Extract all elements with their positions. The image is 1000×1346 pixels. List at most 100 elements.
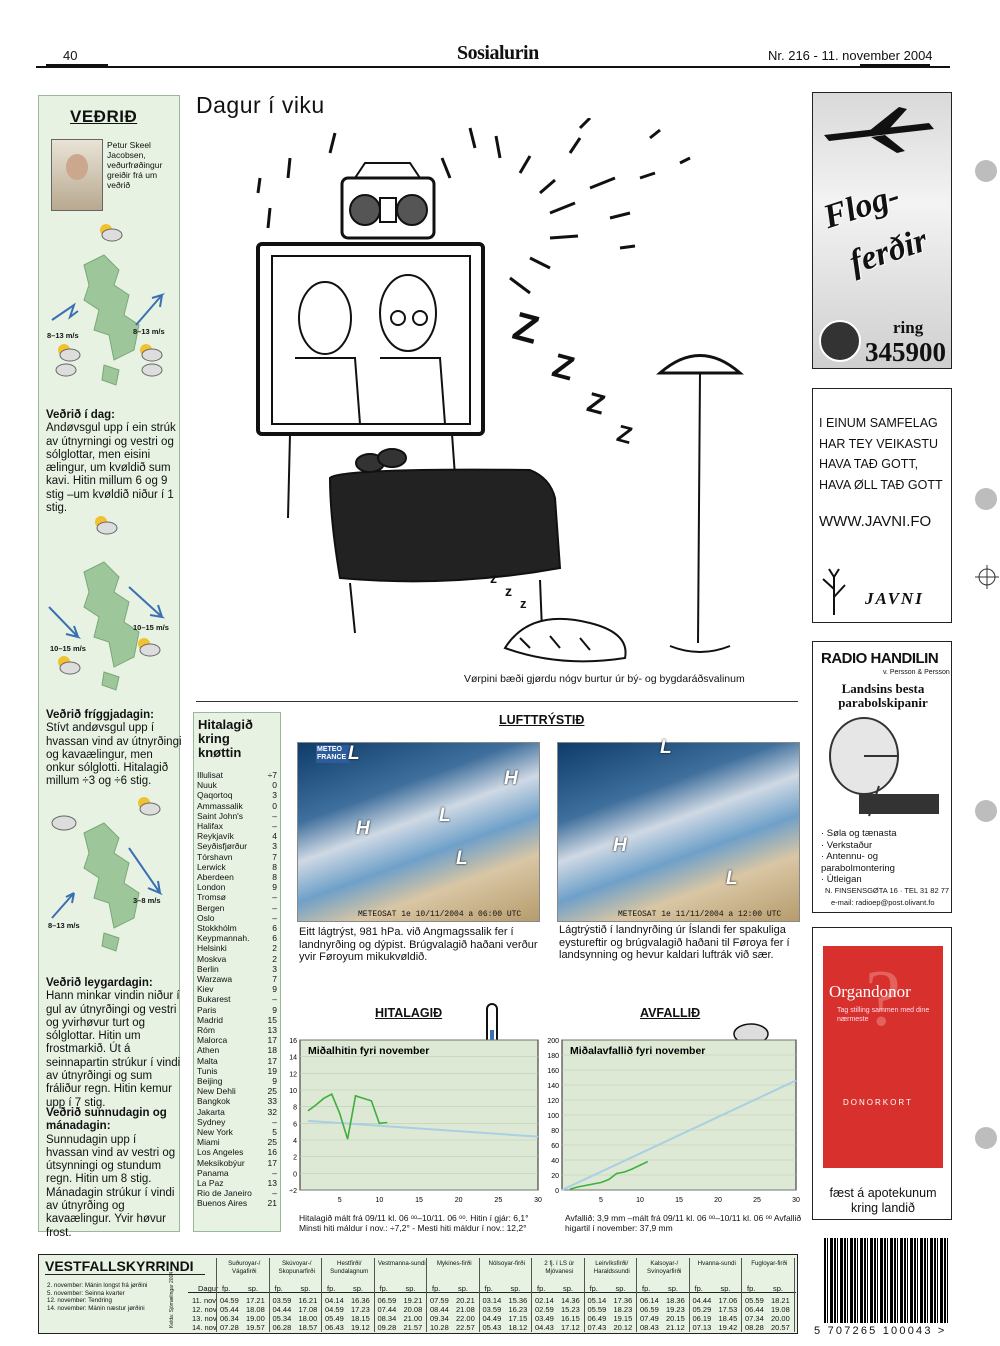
- city-temp: 2: [272, 943, 277, 954]
- tide-sub-header: sp.: [458, 1284, 469, 1293]
- tide-time: 21.57: [403, 1323, 423, 1332]
- moon-phase-item: 2. november: Mánin longst frá jørðini: [47, 1282, 148, 1289]
- tide-time: 17.36: [613, 1296, 633, 1305]
- tide-col-rule: [688, 1258, 690, 1332]
- radio-service: · Søla og tænasta: [821, 828, 897, 839]
- tide-time: 15.23: [561, 1305, 580, 1314]
- city-temp: 21: [267, 1198, 277, 1209]
- svg-text:z: z: [490, 570, 497, 586]
- flog-text-1: Flog-: [819, 176, 905, 237]
- city-temp: 17: [267, 1055, 277, 1066]
- tide-time: 07.13: [692, 1323, 712, 1332]
- tide-time: 18.57: [298, 1323, 318, 1332]
- tide-sub-header: fp.: [484, 1284, 493, 1293]
- tide-time: 18.23: [613, 1305, 633, 1314]
- pressure-marker: H: [613, 835, 627, 856]
- moon-phase-item: 12. november: Tendring: [47, 1297, 112, 1304]
- y-tick-label: 0: [555, 1188, 559, 1195]
- city-name: Bukarest: [197, 994, 231, 1005]
- city-temp: 9: [272, 1076, 277, 1086]
- y-tick-label: ÷2: [289, 1188, 297, 1195]
- question-mark-icon: ?: [865, 955, 901, 1043]
- y-tick-label: 20: [551, 1173, 559, 1180]
- radio-services: · Søla og tænasta · Verkstaður · Antennu…: [821, 828, 951, 886]
- city-name: Qaqortoq: [197, 790, 233, 801]
- tide-time: 21.00: [403, 1314, 423, 1323]
- organ-title: Organdonor: [829, 982, 911, 1001]
- tide-sub-header: sp.: [248, 1284, 259, 1293]
- tide-time: 17.53: [718, 1305, 738, 1314]
- tide-place-header: Hvanna-sundi: [697, 1260, 736, 1267]
- city-temp: –: [272, 810, 277, 821]
- y-tick-label: 8: [293, 1105, 297, 1112]
- margin-dot: [975, 800, 997, 822]
- city-name: Bergen: [197, 902, 225, 913]
- svg-text:Z: Z: [584, 386, 609, 420]
- forecaster-byline: Petur Skeel Jacobsen, veðurfrøðingur gre…: [107, 140, 163, 190]
- y-tick-label: 12: [289, 1071, 297, 1078]
- city-temp: 4: [272, 831, 277, 842]
- tide-time: 05.59: [745, 1296, 764, 1305]
- city-temp: 32: [267, 1106, 277, 1117]
- issue-date: Nr. 216 - 11. november 2004: [768, 48, 933, 63]
- y-tick-label: 100: [547, 1113, 559, 1120]
- city-name: Rio de Janeiro: [197, 1188, 252, 1199]
- airplane-icon: [824, 107, 934, 153]
- tide-time: 02.59: [535, 1305, 554, 1314]
- y-tick-label: 6: [293, 1121, 297, 1128]
- tide-time: 05.44: [220, 1305, 239, 1314]
- radio-service: · Antennu- og parabolmontering: [821, 851, 895, 874]
- tide-sub-header: sp.: [668, 1284, 679, 1293]
- tide-time: 06.34: [220, 1314, 239, 1323]
- tide-sub-header: sp.: [353, 1284, 364, 1293]
- wind-label: 10–15 m/s: [133, 623, 169, 632]
- tide-time: 07.44: [377, 1305, 397, 1314]
- city-temp: 6: [272, 923, 277, 933]
- tide-time: 07.28: [220, 1323, 239, 1332]
- weather-title: VEÐRIÐ: [70, 107, 138, 126]
- moon-phase-item: 14. november: Mánin næstur jørðini: [47, 1304, 145, 1312]
- margin-dot: [975, 1127, 997, 1149]
- city-name: Beijing: [197, 1076, 223, 1086]
- city-name: Keypmannah.: [197, 933, 250, 944]
- tide-time: 15.36: [508, 1296, 528, 1305]
- city-temp: 16: [267, 1147, 277, 1158]
- city-name: Tórshavn: [197, 851, 233, 862]
- city-name: Madrid: [197, 1014, 223, 1025]
- y-tick-label: 80: [551, 1128, 559, 1135]
- plant-logo-icon: [822, 568, 846, 615]
- wind-label: 3–8 m/s: [133, 896, 161, 905]
- temp-row: Illulisat÷7: [197, 770, 277, 780]
- city-name: Oslo: [197, 912, 215, 923]
- tide-time: 05.29: [692, 1305, 712, 1314]
- city-name: Los Angeles: [197, 1147, 244, 1158]
- y-tick-label: 120: [547, 1098, 559, 1105]
- javni-line: HAVA ØLL TAÐ GOTT: [819, 477, 943, 492]
- tide-day: 13. nov: [192, 1314, 217, 1323]
- temp-row: Panama–: [197, 1168, 277, 1178]
- organ-caption: fæst á apotekunum kring landið: [829, 1186, 937, 1215]
- city-temp: –: [272, 821, 277, 831]
- tide-time: 19.42: [718, 1323, 738, 1332]
- tide-time: 04.44: [692, 1296, 712, 1305]
- tide-rule: [188, 1292, 796, 1293]
- tide-col-rule: [741, 1258, 742, 1332]
- x-tick-label: 25: [753, 1197, 761, 1204]
- radio-sub: v. Persson & Persson: [883, 669, 950, 676]
- radio-email: e-mail: radioep@post.olivant.fo: [831, 898, 935, 907]
- city-temp: 13: [267, 1178, 277, 1188]
- city-name: Paris: [197, 1004, 217, 1015]
- tide-time: 16.36: [351, 1296, 370, 1305]
- city-name: New Dehli: [197, 1086, 236, 1097]
